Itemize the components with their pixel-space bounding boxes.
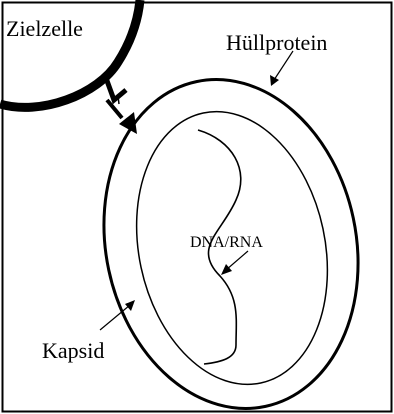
label-nucleic-acid: DNA/RNA [190,234,263,251]
capsid-pointer-head [125,300,135,311]
label-envelope-protein: Hüllprotein [226,30,327,55]
receptor-tick [118,96,119,104]
dna-pointer-line [226,251,248,270]
label-capsid: Kapsid [42,338,104,363]
label-target-cell: Zielzelle [6,16,83,41]
envelope-pointer-head [270,75,279,86]
envelope-pointer-line [274,51,293,80]
cell-receptor [106,78,126,100]
